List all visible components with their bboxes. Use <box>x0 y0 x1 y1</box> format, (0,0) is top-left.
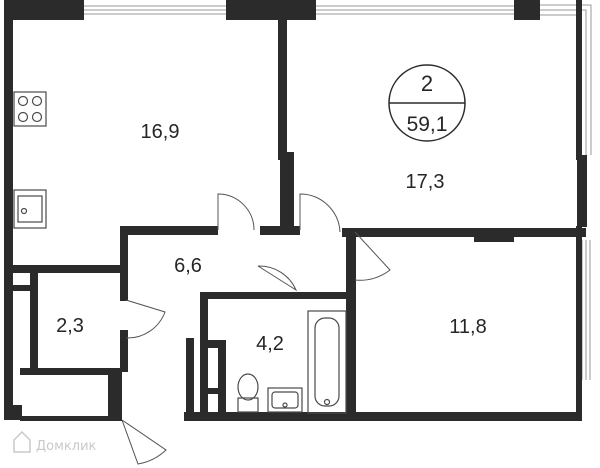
room-area-hall: 6,6 <box>174 255 202 277</box>
toilet <box>237 373 259 413</box>
door-storage <box>125 299 166 339</box>
apartment-badge: 2 59,1 <box>388 64 466 142</box>
kitchen-sink <box>13 189 47 229</box>
door-kitchen <box>217 193 255 231</box>
doors <box>121 193 391 465</box>
window-balcony-corner <box>540 4 592 155</box>
rooms-count: 2 <box>421 71 433 96</box>
watermark: Домклик <box>13 430 97 454</box>
stove <box>13 91 47 127</box>
room-area-kitchen: 16,9 <box>141 121 180 143</box>
room-area-storage: 2,3 <box>56 315 84 337</box>
bathtub <box>307 310 347 414</box>
window-bedroom-right <box>581 240 591 380</box>
watermark-text: Домклик <box>36 439 97 454</box>
room-area-bedroom: 11,8 <box>449 316 486 338</box>
door-bedroom <box>354 231 391 281</box>
door-bathroom <box>257 265 298 292</box>
door-entrance <box>121 419 167 465</box>
total-area: 59,1 <box>407 113 448 136</box>
window-kitchen-top <box>84 5 226 15</box>
room-area-bathroom: 4,2 <box>256 333 284 355</box>
home-icon <box>13 430 31 453</box>
walls <box>4 0 587 421</box>
door-living <box>299 193 341 233</box>
room-area-living-room: 17,3 <box>406 171 445 193</box>
window-living-top <box>316 5 514 15</box>
bathroom-sink <box>267 387 303 413</box>
